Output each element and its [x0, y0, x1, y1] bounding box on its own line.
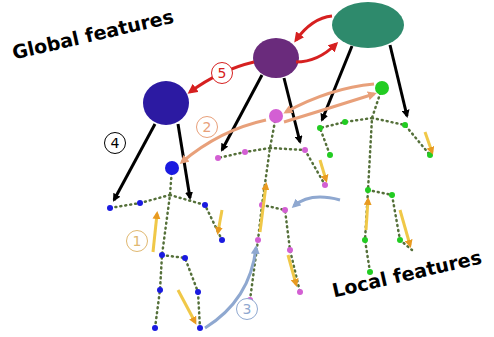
callout-number: 1 [126, 230, 148, 252]
region-title: Local features [330, 246, 484, 302]
callout-number: 4 [104, 132, 126, 154]
callout-number: 2 [196, 116, 218, 138]
callout-number: 3 [236, 298, 258, 320]
region-title: Global features [10, 5, 176, 64]
callout-number: 5 [211, 62, 233, 84]
